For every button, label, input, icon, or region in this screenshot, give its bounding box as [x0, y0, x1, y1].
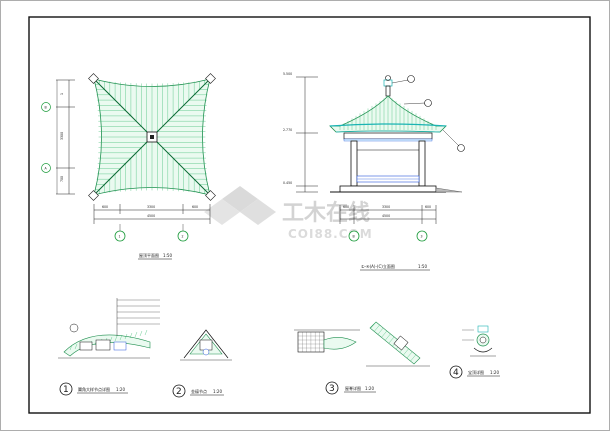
plan-scale: 1:50 [163, 253, 172, 258]
elev-grid-bubble-b [348, 230, 360, 242]
elev-dim-bottom-3: 600 [425, 205, 431, 209]
plan-dim-bottom-1: 600 [102, 205, 108, 209]
pavilion-elevation: 5.500 2.770 0.450 [283, 72, 465, 271]
detail-3-number-badge [325, 381, 339, 395]
plan-grid-2-label: 2 [182, 235, 184, 239]
detail-4: 4 宝顶详图 1:20 [449, 325, 500, 379]
watermark: 工木在线 COI88.COM [204, 186, 373, 241]
elev-grid-3-label: 3 [421, 235, 423, 239]
drawing-frame [28, 16, 591, 414]
plan-dim-left-1: 1 [60, 93, 64, 95]
watermark-logo [204, 186, 276, 225]
plan-grid-bubble-1 [114, 230, 126, 242]
detail-1-title: 翼角大样节点详图 [78, 386, 110, 392]
column-right [418, 140, 426, 187]
plan-dim-left-2: 3300 [60, 132, 64, 140]
plan-dim-bottom-3: 600 [192, 205, 198, 209]
plan-grid-bubble-b [41, 102, 51, 112]
detail-4-scale: 1:20 [490, 370, 499, 375]
elev-grid-b-label: B [353, 235, 355, 239]
detail-3-scale: 1:20 [365, 386, 374, 391]
elev-dim-bottom-2: 3300 [382, 205, 390, 209]
callout-4 [424, 99, 432, 107]
detail-3-title: 屋脊详图 [345, 385, 361, 391]
detail-2-scale: 1:20 [213, 389, 222, 394]
plan-grid-bubble-2 [177, 230, 189, 242]
detail-4-number-badge [449, 365, 463, 379]
plan-grid-a-label: A [45, 167, 48, 171]
detail-2-number-badge [172, 384, 186, 398]
plan-grid-1-label: 1 [119, 235, 121, 239]
elevation-title: ①-④(A)-(C)立面图 [361, 263, 395, 269]
column-left [350, 140, 358, 187]
detail-4-number: 4 [453, 368, 459, 378]
detail-2: 2 金檩节点 1:20 [172, 329, 232, 398]
detail-1-scale: 1:20 [116, 387, 125, 392]
elev-level-top: 5.500 [283, 72, 292, 76]
roof-rafter-lines [95, 80, 209, 194]
plan-dim-left-3: 700 [60, 176, 64, 182]
platform-base [339, 185, 437, 193]
detail-1: 1 翼角大样节点详图 1:20 [58, 298, 160, 396]
pavilion-roof [329, 95, 447, 133]
plan-title: 屋顶平面图 [139, 252, 159, 258]
elev-level-low: 0.450 [283, 181, 292, 185]
detail-4-title: 宝顶详图 [468, 369, 484, 375]
plan-grid-b-label: B [45, 106, 47, 110]
roof-plan: 1 3300 700 B A 600 3300 [41, 73, 216, 260]
detail-3: 3 屋脊详图 1:20 [294, 321, 430, 395]
elev-dim-bottom-1: 600 [343, 205, 349, 209]
detail-1-number: 1 [63, 385, 69, 395]
plan-dim-total: 4500 [147, 214, 155, 218]
detail-2-number: 2 [176, 387, 182, 397]
detail-1-number-badge [59, 382, 73, 396]
elev-dim-total: 4500 [382, 214, 390, 218]
watermark-text: 工木在线 [282, 200, 370, 226]
detail-3-number: 3 [329, 384, 335, 394]
callout-1 [407, 75, 415, 83]
watermark-url: COI88.COM [288, 227, 373, 241]
eave-beam [343, 132, 433, 140]
detail-2-title: 金檩节点 [191, 388, 207, 394]
elevation-scale: 1:50 [418, 264, 427, 269]
elev-level-mid: 2.770 [283, 128, 292, 132]
elev-grid-bubble-3 [416, 230, 428, 242]
callout-2 [457, 144, 465, 152]
plan-grid-bubble-a [41, 163, 51, 173]
plan-dim-bottom-2: 3300 [147, 205, 155, 209]
